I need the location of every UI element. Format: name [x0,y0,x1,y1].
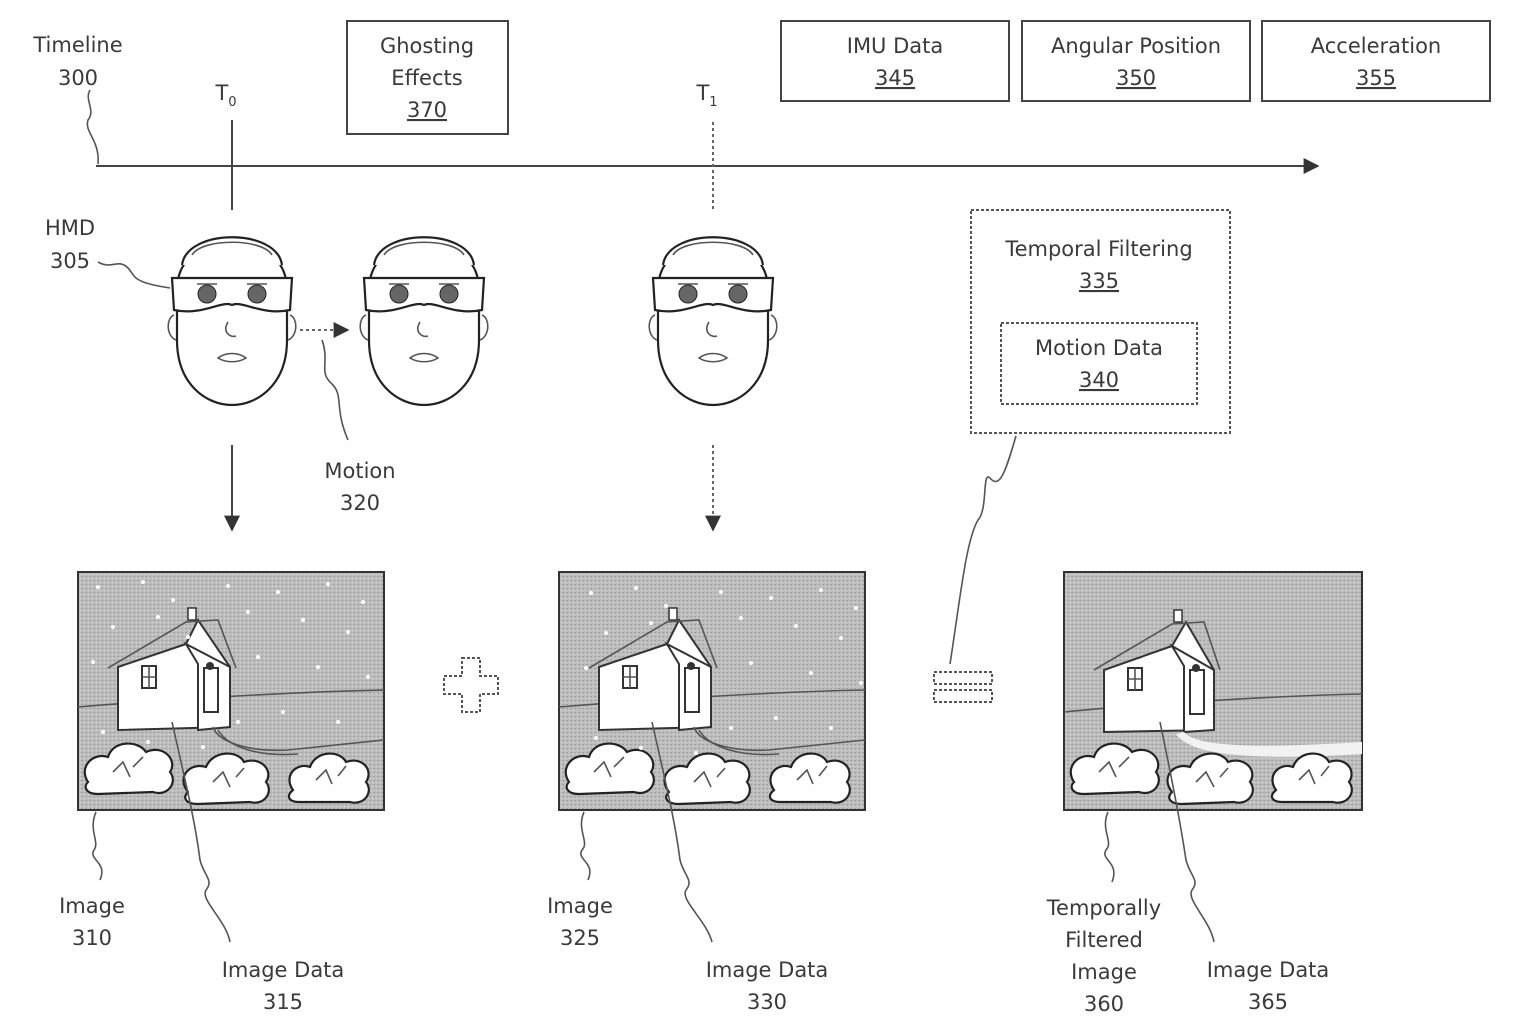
ghosting-line1: Ghosting [380,34,474,58]
timeline-number: 300 [58,66,98,90]
motion-label: Motion [324,459,395,483]
filtered360-line3: Image [1071,960,1137,984]
plus-sign [443,657,499,713]
filtered360-line1: Temporally [1046,896,1161,920]
image-data330-label: Image Data [706,958,829,982]
t1-label: T1 [695,81,717,110]
image-data315-label: Image Data [222,958,345,982]
hmd-head-moved [359,236,489,407]
filtered360-leader [1104,811,1115,883]
temporal-filtering-leader [949,435,1017,665]
image325-leader [580,811,591,881]
acceleration-box [1261,20,1491,102]
image-data365-leader [1159,721,1215,943]
image-310 [76,570,386,812]
motion-number: 320 [340,491,380,515]
acceleration-label: Acceleration [1311,34,1442,58]
imu-data-box [780,20,1010,102]
equals-bottom [933,689,993,703]
filtered360-line2: Filtered [1065,928,1143,952]
motion-data-label: Motion Data [1035,336,1163,360]
t0-label: T0 [214,81,236,110]
image-325 [557,570,867,812]
image-data365-number: 365 [1248,990,1288,1014]
image-data330-number: 330 [747,990,787,1014]
filtered360-number: 360 [1084,992,1124,1016]
image310-label: Image [59,894,125,918]
motion-data-number: 340 [1079,368,1119,392]
image310-number: 310 [72,926,112,950]
timeline-label: Timeline [32,33,122,57]
timeline-leader [86,89,99,165]
imu-number: 345 [875,66,915,90]
temporal-filtering-number: 335 [1079,269,1119,293]
hmd-number: 305 [50,249,90,273]
ghosting-effects-box [346,20,509,135]
hmd-leader [97,261,171,289]
image325-number: 325 [560,926,600,950]
image-data365-label: Image Data [1207,958,1330,982]
image-data315-number: 315 [263,990,303,1014]
angular-number: 350 [1116,66,1156,90]
image310-leader [92,811,103,881]
equals-top [933,671,993,685]
acceleration-number: 355 [1356,66,1396,90]
image-data330-leader [651,721,713,943]
image-data315-leader [171,721,231,943]
motion-leader [321,339,349,441]
image325-label: Image [547,894,613,918]
hmd-label: HMD [45,216,95,240]
imu-label: IMU Data [847,34,944,58]
angular-position-box [1021,20,1251,102]
hmd-head-t1 [648,236,778,407]
motion-data-box [1000,322,1198,405]
temporal-filtering-label: Temporal Filtering [1004,237,1192,261]
angular-label: Angular Position [1051,34,1221,58]
ghosting-number: 370 [407,98,447,122]
temporally-filtered-image-360 [1062,570,1364,812]
hmd-head-t0 [167,236,297,407]
ghosting-line2: Effects [391,66,462,90]
